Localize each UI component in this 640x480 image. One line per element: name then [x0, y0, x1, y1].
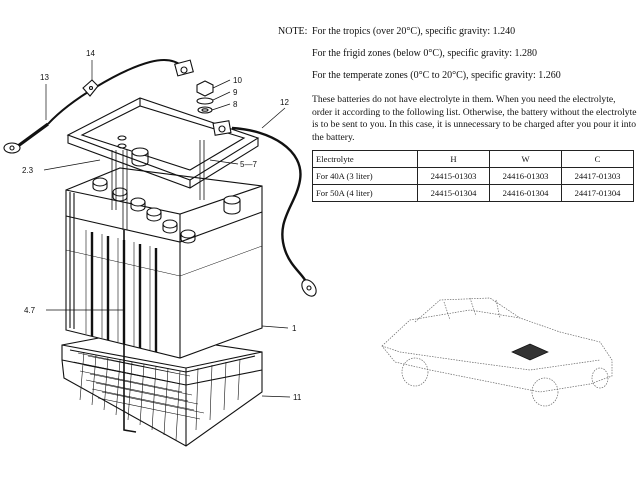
- table-cell: For 40A (3 liter): [312, 167, 418, 185]
- car-sketch: [381, 297, 613, 407]
- callout-4-7: 4.7: [24, 306, 36, 315]
- callout-1: 1: [292, 324, 297, 333]
- table-cell: 24415-01303: [417, 167, 490, 185]
- callout-14: 14: [86, 49, 95, 58]
- table-row: For 40A (3 liter) 24415-01303 24416-0130…: [312, 167, 634, 185]
- battery-cable-12: [212, 120, 317, 297]
- table-cell: 24417-01303: [561, 167, 634, 185]
- table-header: Electrolyte: [312, 150, 418, 168]
- table-row: For 50A (4 liter) 24415-01304 24416-0130…: [312, 184, 634, 202]
- hydrometer-rod: [123, 230, 137, 433]
- note-paragraph: These batteries do not have electrolyte …: [312, 94, 637, 143]
- callout-5-7: 5—7: [240, 160, 257, 169]
- callout-8: 8: [233, 100, 238, 109]
- hold-down-bolts: [111, 140, 241, 230]
- battery-cell-caps: [92, 177, 196, 244]
- callout-9: 9: [233, 88, 238, 97]
- callout-11: 11: [293, 393, 302, 402]
- electrolyte-table: Electrolyte H W C For 40A (3 liter) 2441…: [312, 150, 634, 202]
- table-header: H: [417, 150, 490, 168]
- battery-cable-13: [3, 58, 194, 154]
- note-temperate: For the temperate zones (0°C to 20°C), s…: [312, 70, 561, 81]
- table-header: W: [489, 150, 562, 168]
- terminal-clip-14: [82, 79, 99, 97]
- battery-hold-down-frame: [66, 97, 260, 189]
- callout-2-3: 2.3: [22, 166, 34, 175]
- table-cell: 24415-01304: [417, 184, 490, 202]
- table-header-row: Electrolyte H W C: [312, 150, 634, 168]
- battery-tray: [61, 331, 263, 447]
- note-frigid: For the frigid zones (below 0°C), specif…: [312, 48, 538, 59]
- nut-washer-set: [117, 80, 214, 149]
- table-header: C: [561, 150, 634, 168]
- table-cell: 24416-01304: [489, 184, 562, 202]
- note-tropics: For the tropics (over 20°C), specific gr…: [312, 26, 516, 37]
- callout-12: 12: [280, 98, 289, 107]
- note-label: NOTE:: [278, 26, 308, 37]
- table-cell: 24417-01304: [561, 184, 634, 202]
- callout-13: 13: [40, 73, 49, 82]
- table-cell: 24416-01303: [489, 167, 562, 185]
- callout-10: 10: [233, 76, 242, 85]
- table-cell: For 50A (4 liter): [312, 184, 418, 202]
